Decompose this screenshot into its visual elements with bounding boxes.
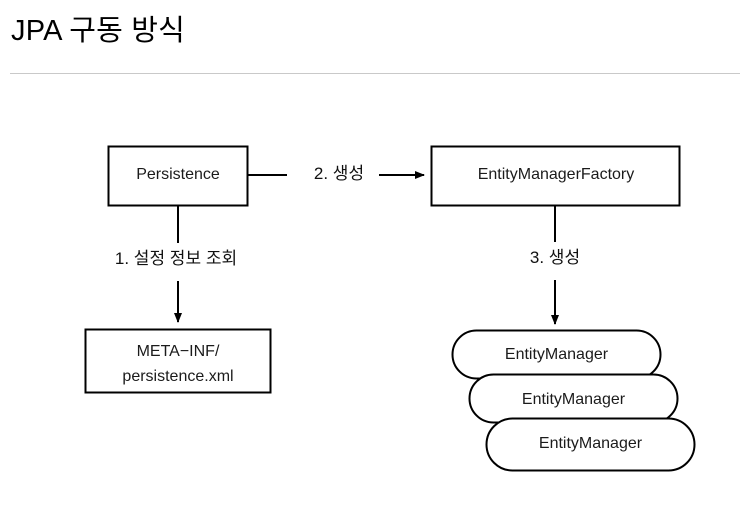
node-entity-manager-1-shape[interactable] — [451, 329, 662, 380]
node-entity-manager-3-shape[interactable] — [485, 417, 696, 472]
node-entity-manager-factory-shape[interactable] — [430, 145, 681, 207]
page-title: JPA 구동 방식 — [11, 15, 186, 47]
node-persistence-shape[interactable] — [107, 145, 249, 207]
node-entity-manager-2-shape[interactable] — [468, 373, 679, 424]
title-divider — [10, 73, 740, 74]
node-meta-inf-shape[interactable] — [84, 328, 272, 394]
